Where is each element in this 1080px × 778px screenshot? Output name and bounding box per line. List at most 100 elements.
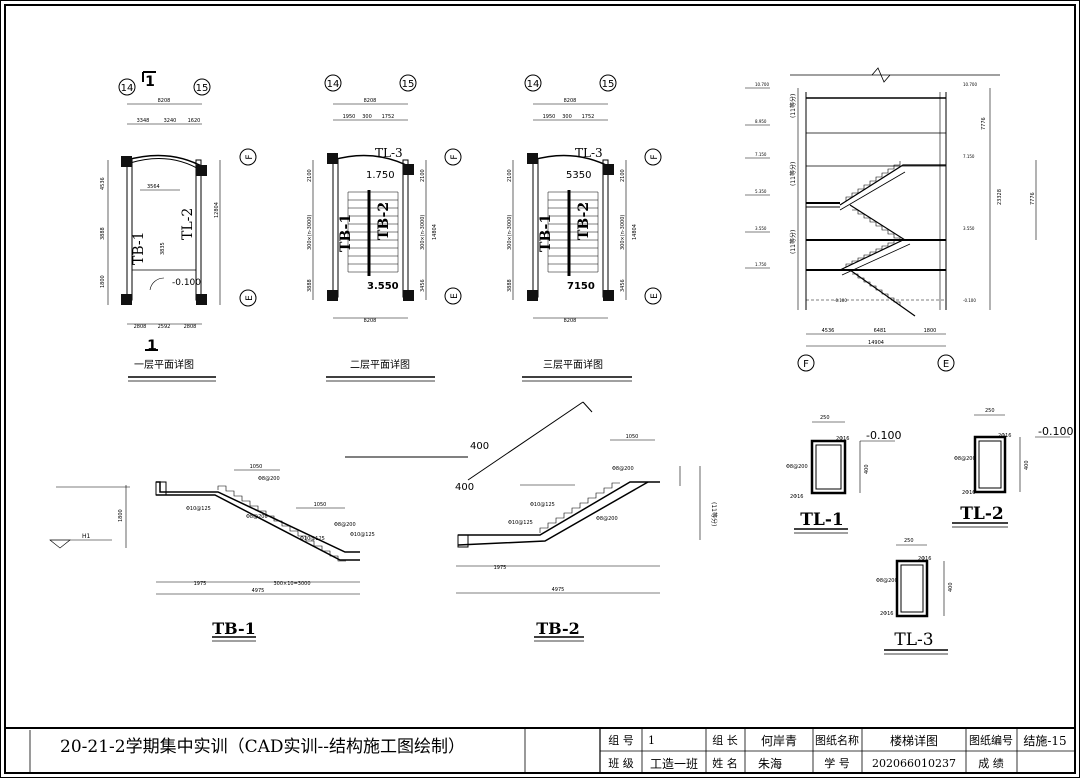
row_axes-1: E (650, 293, 660, 299)
tb1-detail: H1 1800 1050 1050 Φ8@200 Φ10@125 Φ8@200 … (49, 464, 375, 642)
section-levels-6: -0.100 (834, 298, 847, 303)
student-no-label: 学 号 (824, 756, 850, 770)
beams-2-stirrup: Φ8@200 (876, 578, 898, 584)
tb1-rebar-0: Φ8@200 (258, 476, 280, 482)
plan1-label-tb1: TB-1 (131, 231, 147, 265)
tb1-dims-0: 1050 (250, 464, 263, 470)
section-axes-0: F (803, 359, 809, 370)
drawing-name-label: 图纸名称 (815, 733, 859, 747)
section-levels-2: 7.150 (755, 152, 767, 157)
beams-0-elev: -0.100 (866, 429, 901, 442)
plan3-caption: 三层平面详图 (543, 358, 603, 371)
student-no-value: 202066010237 (872, 757, 956, 770)
beams-0-height: 400 (864, 464, 870, 474)
plan-1: 14 15 1 8208 3348 3240 1620 3564 3835 TB… (100, 71, 257, 382)
section-axes-1: E (943, 359, 949, 370)
tb2-dims-4: 1975 (494, 565, 507, 571)
beams-2-bottom: 2Φ16 (880, 611, 893, 617)
title-block: 20-21-2学期集中实训（CAD实训--结构施工图绘制） 组 号 1 组 长 … (5, 727, 1075, 773)
tb1-rebar-3: Φ10@125 (300, 536, 325, 542)
section-levels-2: 7.150 (963, 154, 975, 159)
plans-2-left_dims-0: 2100 (507, 169, 513, 182)
group-label: 组 号 (608, 733, 634, 747)
tb2-dims-0: 400 (470, 441, 489, 452)
section-levels-7: -0.100 (963, 298, 976, 303)
stair-section: 10.700 8.950 7.150 5.350 3.550 1.750 (11… (745, 67, 1037, 372)
plan1-axis-14: 14 (121, 83, 134, 94)
section-levels-4: 3.550 (963, 226, 975, 231)
beams-2-top: 2Φ16 (918, 556, 931, 562)
tb2-title: TB-2 (536, 619, 580, 638)
tb1-rebar-2: Φ8@200 (334, 522, 356, 528)
section-total: 14904 (868, 340, 884, 346)
plans-2-top_dims-parts-2: 1752 (582, 114, 595, 120)
drawing-no-value: 结施-15 (1023, 734, 1066, 748)
plans-2-right_dims-3: 14804 (632, 224, 638, 240)
beams-1-bottom: 2Φ16 (962, 490, 975, 496)
plan1-label-tl2: TL-2 (180, 208, 196, 240)
plans-2-axes-1: 15 (602, 79, 615, 90)
grade-label: 成 绩 (978, 757, 1004, 770)
row_axes-1: E (245, 295, 255, 301)
plans-1-labels-1: TB-1 (338, 214, 354, 252)
tb2-dims-3: 1050 (626, 434, 639, 440)
section-bottom_dims-2: 1800 (924, 328, 937, 334)
plan1-section-mark-top: 1 (145, 74, 155, 90)
section-count_label: (11等分) (789, 230, 797, 254)
beams-1-height: 400 (1024, 460, 1030, 470)
tb2-detail: 400 400 (11等分) 1050 Φ8@200 Φ10@125 Φ8@20… (345, 401, 718, 642)
name-label: 姓 名 (712, 756, 738, 770)
section-right_dims-1: 23328 (997, 189, 1003, 205)
beams-0-width: 250 (820, 415, 830, 421)
plans-2-right_dims-2: 3456 (620, 279, 626, 292)
leader-value: 何岸青 (761, 734, 797, 748)
beam-tl1: 250 2Φ16 Φ8@200 2Φ16 400 -0.100 TL-1 (786, 415, 901, 534)
plans-1-left_dims-2: 3888 (307, 279, 313, 292)
plans-2-bottom_dims-0: 8208 (564, 318, 577, 324)
tb2-rebar-0: Φ8@200 (612, 466, 634, 472)
plan-3: 14 15 8208 1950 300 1752 TL-3 TB-1 TB-2 … (507, 74, 662, 382)
plans-0-extra-1: 3835 (160, 242, 166, 255)
plans-1-axes-1: 15 (402, 79, 415, 90)
tb1-rebar-3: Φ10@125 (350, 532, 375, 538)
tb1-dims-2: 1975 (194, 581, 207, 587)
plans-2-left_dims-2: 3888 (507, 279, 513, 292)
plans-2-left_dims-1: 300×(n-3000) (507, 215, 513, 250)
plans-1-right_dims-0: 2100 (420, 169, 426, 182)
tb1-title: TB-1 (212, 619, 256, 638)
row_axes-0: F (450, 154, 460, 159)
drawing-name-value: 楼梯详图 (890, 733, 938, 748)
plans-1-top_dims-parts-2: 1752 (382, 114, 395, 120)
plans-2-elev_top: 5350 (566, 170, 591, 181)
plan1-section-mark-bottom: 1 (147, 338, 157, 354)
beams-2-width: 250 (904, 538, 914, 544)
class-label: 班 级 (608, 757, 634, 770)
group-value: 1 (648, 734, 655, 747)
plans-2-top_dims-parts-1: 300 (562, 114, 572, 120)
tb2-dims-2: 4975 (552, 587, 565, 593)
plans-1-labels-2: TB-2 (376, 202, 392, 240)
plans-2-labels-0: TL-3 (575, 146, 603, 160)
plans-0-extra-0: 3564 (147, 184, 160, 190)
plan1-top-total: 8208 (158, 98, 171, 104)
tb2-count_label: (11等分) (710, 502, 718, 526)
plans-2-right_dims-1: 300×(n-3000) (620, 215, 626, 250)
tb2-rebar-3: Φ10@125 (508, 520, 533, 526)
section-right_dims-0: 7776 (981, 117, 987, 130)
plans-2-right_dims-0: 2100 (620, 169, 626, 182)
tb1-elev: H1 (82, 533, 91, 540)
section-levels-4: 3.550 (755, 226, 767, 231)
plans-1-top_dims-parts-1: 300 (362, 114, 372, 120)
plans-1-axes-0: 14 (327, 79, 340, 90)
plans-0-top_dims-parts-2: 1620 (188, 118, 201, 124)
drawing-no-label: 图纸编号 (969, 733, 1013, 747)
plans-1-elev_top: 1.750 (366, 170, 395, 181)
tl2-title: TL-2 (960, 504, 1004, 524)
tl1-title: TL-1 (800, 510, 844, 530)
row_axes-1: E (450, 293, 460, 299)
plans-2-top_dims-total: 8208 (564, 98, 577, 104)
plans-0-bottom_dims-1: 2592 (158, 324, 171, 330)
tb1-rebar-2: Φ8@200 (246, 514, 268, 520)
